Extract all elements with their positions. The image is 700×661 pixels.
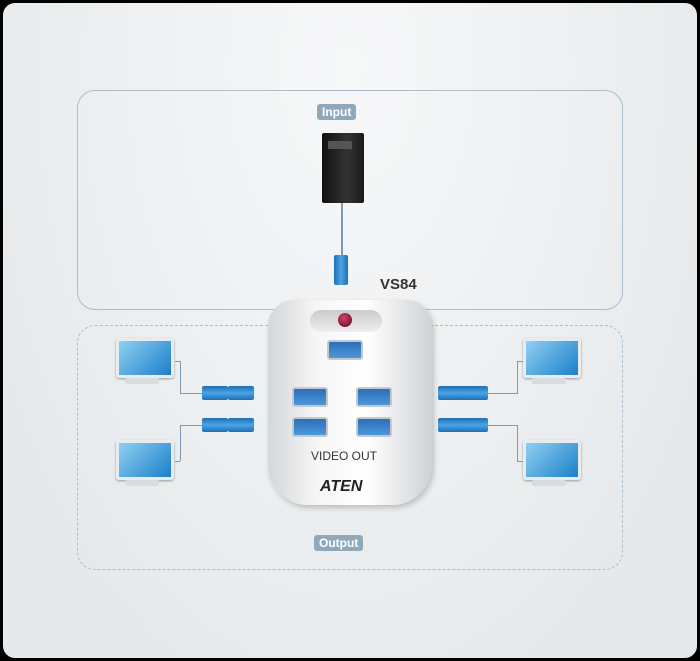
aten-logo: ATEN xyxy=(320,478,363,495)
input-cable xyxy=(341,203,343,255)
vga-connector-icon xyxy=(438,418,464,432)
vga-connector-icon xyxy=(438,386,464,400)
vga-connector-icon xyxy=(202,386,228,400)
vga-input-port xyxy=(327,340,363,360)
monitor-stand xyxy=(532,480,566,486)
vga-connector-icon xyxy=(462,386,488,400)
monitor-stand xyxy=(125,480,159,486)
vga-output-port xyxy=(292,417,328,437)
monitor-icon xyxy=(116,440,174,480)
vga-output-port xyxy=(356,387,392,407)
video-out-label: VIDEO OUT xyxy=(311,449,378,463)
monitor-icon xyxy=(523,440,581,480)
monitor-stand xyxy=(125,378,159,384)
vga-output-port xyxy=(292,387,328,407)
vga-connector-icon xyxy=(228,418,254,432)
vga-output-port xyxy=(356,417,392,437)
model-name: VS84 xyxy=(380,276,417,293)
monitor-icon xyxy=(116,338,174,378)
vga-connector-icon xyxy=(462,418,488,432)
vga-connector-icon xyxy=(228,386,254,400)
output-label: Output xyxy=(314,535,364,551)
vga-connector-icon xyxy=(334,255,348,285)
monitor-stand xyxy=(532,378,566,384)
input-label: Input xyxy=(317,104,357,120)
vga-connector-icon xyxy=(202,418,228,432)
monitor-icon xyxy=(523,338,581,378)
computer-tower-icon xyxy=(322,133,364,203)
power-led-icon xyxy=(338,313,352,327)
